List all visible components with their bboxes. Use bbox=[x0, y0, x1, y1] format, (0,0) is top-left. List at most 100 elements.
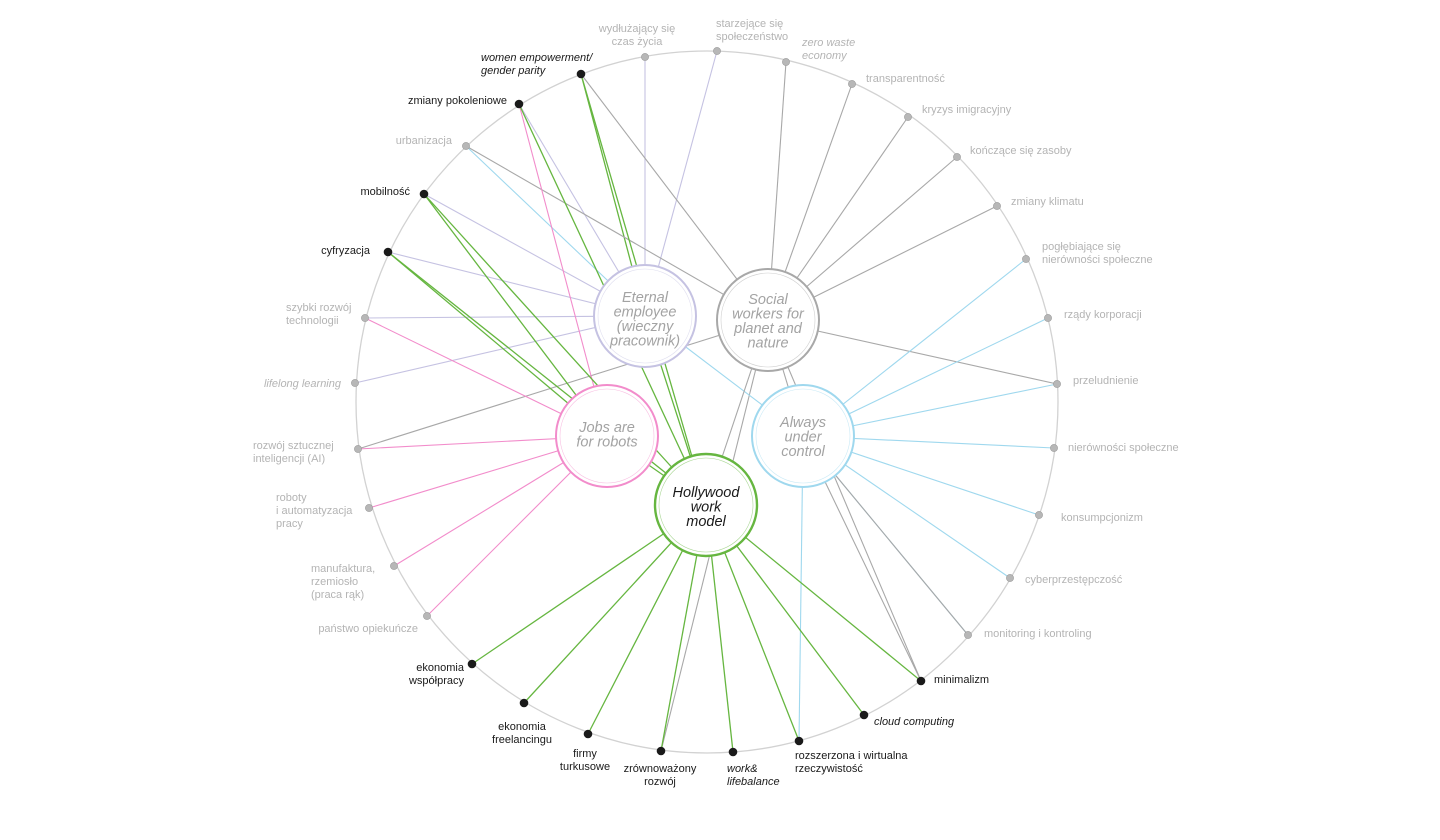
factor-label-women: women empowerment/gender parity bbox=[481, 52, 593, 77]
hub-inner-ring-social bbox=[720, 272, 816, 368]
factor-label-line: i automatyzacja bbox=[276, 505, 353, 517]
factor-label-urbanizacja: urbanizacja bbox=[396, 135, 453, 147]
hub-label-social-line-3: nature bbox=[747, 336, 788, 352]
factor-node-nierownosci[interactable] bbox=[1050, 444, 1058, 452]
factor-node-szybki[interactable] bbox=[361, 314, 369, 322]
factor-node-poglebiajace[interactable] bbox=[1022, 255, 1030, 263]
factor-label-line: inteligencji (AI) bbox=[253, 453, 325, 465]
factor-label-line: starzejące się bbox=[716, 18, 783, 30]
connection-lines bbox=[354, 50, 1058, 753]
factor-node-monitoring[interactable] bbox=[964, 631, 972, 639]
factor-node-cyber[interactable] bbox=[1006, 574, 1014, 582]
hub-label-hollywood-line-2: model bbox=[686, 514, 726, 530]
factor-label-line: economy bbox=[802, 50, 848, 62]
factor-label-konsumpcjonizm: konsumpcjonizm bbox=[1061, 512, 1143, 524]
factor-label-line: ekonomia bbox=[498, 721, 547, 733]
factor-node-konsumpcjonizm[interactable] bbox=[1035, 511, 1043, 519]
factor-label-line: konsumpcjonizm bbox=[1061, 512, 1143, 524]
factor-label-line: women empowerment/ bbox=[481, 52, 593, 64]
factor-node-worklife[interactable] bbox=[728, 747, 738, 757]
hub-label-eternal-line-2: (wieczny bbox=[617, 319, 674, 335]
factor-node-cyfryzacja[interactable] bbox=[383, 247, 393, 257]
factor-label-rzady: rządy korporacji bbox=[1064, 309, 1142, 321]
factor-node-freelancing[interactable] bbox=[519, 698, 529, 708]
factor-node-mobilnosc[interactable] bbox=[419, 189, 429, 199]
factor-node-urbanizacja[interactable] bbox=[462, 142, 470, 150]
factor-label-line: szybki rozwój bbox=[286, 302, 351, 314]
hub-label-social-line-2: planet and bbox=[733, 321, 803, 337]
factor-node-cloud[interactable] bbox=[859, 710, 869, 720]
factor-label-manufaktura: manufaktura,rzemiosło(praca rąk) bbox=[311, 563, 375, 601]
factor-node-wspolpracy[interactable] bbox=[467, 659, 477, 669]
hub-label-always-line-1: under bbox=[784, 430, 822, 446]
outer-ring bbox=[355, 50, 1059, 754]
factor-label-klimatu: zmiany klimatu bbox=[1011, 196, 1084, 208]
factor-node-wydluzajacy[interactable] bbox=[641, 53, 649, 61]
connection-line-mobilnosc-hollywood bbox=[423, 193, 707, 506]
factor-node-pokoleniowe[interactable] bbox=[514, 99, 524, 109]
factor-label-line: zero waste bbox=[801, 37, 855, 49]
factor-node-transparentnosc[interactable] bbox=[848, 80, 856, 88]
factor-label-line: współpracy bbox=[408, 675, 465, 687]
factor-label-line: państwo opiekuńcze bbox=[318, 623, 418, 635]
factor-node-klimatu[interactable] bbox=[993, 202, 1001, 210]
hub-label-social-line-0: Social bbox=[748, 292, 788, 308]
factor-label-line: rządy korporacji bbox=[1064, 309, 1142, 321]
factor-label-przeludnienie: przeludnienie bbox=[1073, 375, 1138, 387]
factor-node-rzady[interactable] bbox=[1044, 314, 1052, 322]
hub-label-always-line-2: control bbox=[781, 444, 825, 460]
factor-node-przeludnienie[interactable] bbox=[1053, 380, 1061, 388]
connection-line-pokoleniowe-robots bbox=[518, 103, 608, 437]
connection-line-urbanizacja-social bbox=[465, 145, 769, 321]
factor-node-starzejace[interactable] bbox=[713, 47, 721, 55]
factor-label-line: pracy bbox=[276, 518, 303, 530]
factor-node-kryzys[interactable] bbox=[904, 113, 912, 121]
connection-line-cyfryzacja-hollywood bbox=[387, 251, 707, 506]
factor-label-line: firmy bbox=[573, 748, 597, 760]
factor-label-worklife: work&lifebalance bbox=[727, 763, 780, 788]
factor-node-konczace[interactable] bbox=[953, 153, 961, 161]
factor-label-line: zmiany klimatu bbox=[1011, 196, 1084, 208]
factor-label-line: cyfryzacja bbox=[321, 245, 371, 257]
factor-node-turkusowe[interactable] bbox=[583, 729, 593, 739]
factor-label-line: freelancingu bbox=[492, 734, 552, 746]
factor-node-women[interactable] bbox=[576, 69, 586, 79]
hub-circle-always bbox=[751, 384, 855, 488]
factor-node-opiekuncze[interactable] bbox=[423, 612, 431, 620]
factor-node-zerowaste[interactable] bbox=[782, 58, 790, 66]
factor-label-line: wydłużający się bbox=[598, 23, 675, 35]
factor-label-cyber: cyberprzestępczość bbox=[1025, 574, 1123, 586]
factor-node-minimalizm[interactable] bbox=[916, 676, 926, 686]
factor-label-line: technologii bbox=[286, 315, 339, 327]
hub-inner-ring-robots bbox=[559, 388, 655, 484]
factor-node-manufaktura[interactable] bbox=[390, 562, 398, 570]
hub-circle-eternal bbox=[593, 264, 697, 368]
factor-label-line: kończące się zasoby bbox=[970, 145, 1072, 157]
factor-node-roboty[interactable] bbox=[365, 504, 373, 512]
factor-node-ai[interactable] bbox=[354, 445, 362, 453]
factor-label-line: społeczeństwo bbox=[716, 31, 788, 43]
factor-label-line: cloud computing bbox=[874, 716, 955, 728]
factor-label-line: rzeczywistość bbox=[795, 763, 863, 775]
factor-label-cyfryzacja: cyfryzacja bbox=[321, 245, 371, 257]
factor-node-rozszerzona[interactable] bbox=[794, 736, 804, 746]
factor-node-zrownowazony[interactable] bbox=[656, 746, 666, 756]
factor-label-line: monitoring i kontroling bbox=[984, 628, 1092, 640]
factor-label-line: pogłębiające się bbox=[1042, 241, 1121, 253]
connection-line-ai-social bbox=[357, 319, 769, 450]
hub-inner-ring-eternal bbox=[597, 268, 693, 364]
factor-node-lifelong[interactable] bbox=[351, 379, 359, 387]
